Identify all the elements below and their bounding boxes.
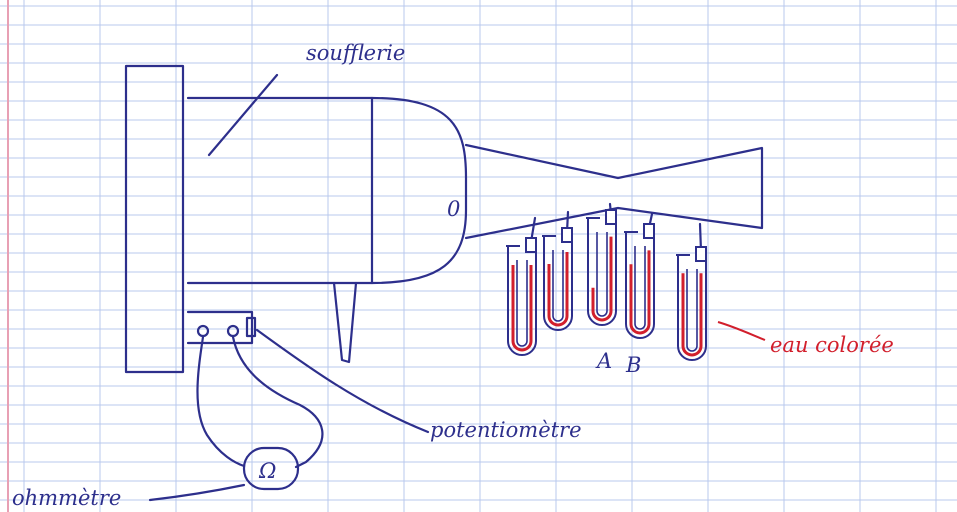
soufflerie-label: soufflerie xyxy=(306,41,405,65)
ohmmeter-body xyxy=(242,446,300,491)
u-tube-glass xyxy=(543,236,573,331)
potentiometre-leader xyxy=(255,328,430,434)
support-leg xyxy=(332,281,358,364)
zero-label: 0 xyxy=(447,197,460,221)
coloured-water-column xyxy=(511,265,533,352)
terminal-right xyxy=(226,324,240,338)
u-tube-inner-wall xyxy=(552,250,564,322)
tube-connector xyxy=(605,209,617,225)
tube-a-label: A xyxy=(595,349,612,373)
venturi-tube xyxy=(464,143,764,240)
terminal-box xyxy=(186,310,254,345)
u-tube-inner-wall xyxy=(634,246,646,330)
soufflerie-leader xyxy=(207,73,279,157)
potentiometer-knob xyxy=(245,316,257,338)
tube-connector xyxy=(643,223,655,239)
coloured-water-column xyxy=(591,236,613,322)
tube-connector xyxy=(695,246,707,262)
wire-right xyxy=(231,335,324,469)
coloured-water-column xyxy=(629,250,651,335)
u-tube-inner-wall xyxy=(596,232,608,317)
omega-symbol: Ω xyxy=(258,459,276,483)
coloured-water-column xyxy=(681,273,703,357)
tube-connector xyxy=(561,227,573,243)
mounting-plate xyxy=(124,64,185,374)
blower-body xyxy=(186,96,468,285)
tube-connector xyxy=(525,237,537,253)
ohmmetre-leader xyxy=(148,483,246,502)
u-tube-inner-wall xyxy=(516,260,528,347)
u-tube-glass xyxy=(625,232,655,339)
ohmmetre-label: ohmmètre xyxy=(12,486,121,510)
manometer-tubes xyxy=(506,209,707,361)
eau-coloree-leader xyxy=(717,321,766,341)
coloured-water-column xyxy=(547,252,569,327)
terminal-left xyxy=(196,324,210,338)
wire-left xyxy=(196,335,246,468)
u-tube-glass xyxy=(677,255,707,361)
eau-coloree-label: eau colorée xyxy=(770,333,894,357)
tube-b-label: B xyxy=(625,353,641,377)
u-tube-inner-wall xyxy=(686,269,698,352)
potentiometre-label: potentiomètre xyxy=(430,418,582,442)
u-tube-glass xyxy=(587,218,617,326)
u-tube-glass xyxy=(507,246,537,356)
